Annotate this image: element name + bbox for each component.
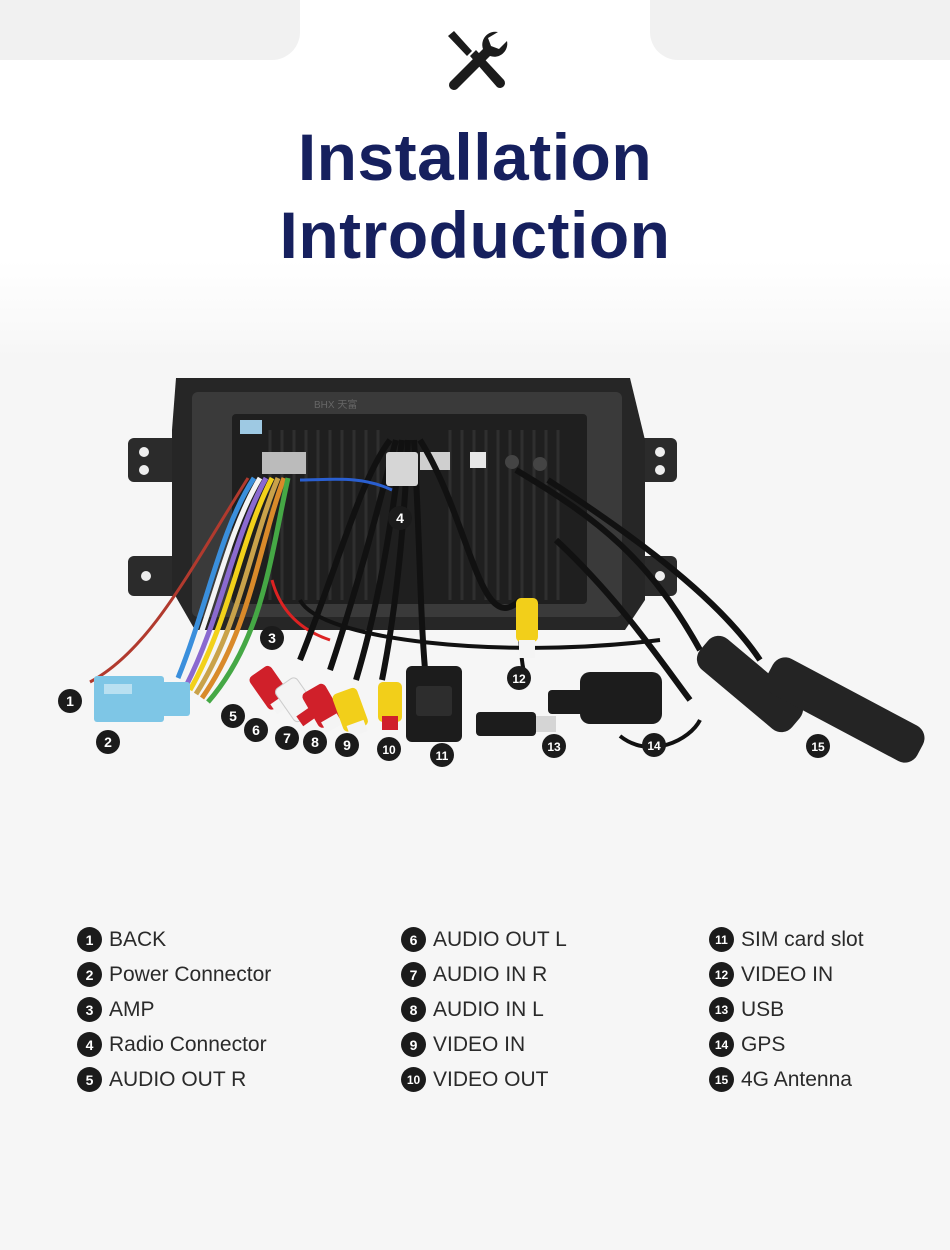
callout-15: 15 [806, 734, 830, 758]
head-unit-back: BHX 天富 [232, 398, 587, 604]
callout-7: 7 [275, 726, 299, 750]
legend-column-3: 11 SIM card slot 12 VIDEO IN 13 USB 14 GPS 1… [709, 922, 864, 1097]
callout-5: 5 [221, 704, 245, 728]
legend-column-1: 1 BACK 2 Power Connector 3 AMP 4 Radio Conne… [77, 922, 271, 1097]
callout-6: 6 [244, 718, 268, 742]
decor-tab-left [0, 0, 300, 60]
legend-number: 7 [401, 962, 426, 987]
svg-text:13: 13 [547, 740, 561, 754]
4g-antenna [696, 635, 925, 763]
legend-number: 8 [401, 997, 426, 1022]
legend-label: 4G Antenna [741, 1067, 852, 1091]
callout-1: 1 [58, 689, 82, 713]
rca-plugs [249, 598, 538, 738]
callout-13: 13 [542, 734, 566, 758]
title-line-1: Installation [297, 120, 653, 194]
callout-11: 11 [430, 743, 454, 767]
legend-label: AMP [109, 997, 155, 1021]
legend-number: 4 [77, 1032, 102, 1057]
legend-number: 2 [77, 962, 102, 987]
legend-item: 6 AUDIO OUT L [401, 922, 567, 957]
gps-antenna [580, 672, 702, 749]
callout-4: 4 [388, 506, 412, 530]
svg-text:10: 10 [382, 743, 396, 757]
legend-item: 14 GPS [709, 1027, 864, 1062]
product-photo: BHX 天富 [58, 378, 925, 767]
svg-text:6: 6 [252, 722, 260, 738]
legend-item: 7 AUDIO IN R [401, 957, 567, 992]
legend-item: 3 AMP [77, 992, 271, 1027]
svg-text:14: 14 [647, 739, 661, 753]
connector-legend: 1 BACK 2 Power Connector 3 AMP 4 Radio Conne… [0, 922, 950, 1122]
title-line-2: Introduction [279, 198, 671, 272]
sim-card-slot-window [416, 686, 452, 716]
legend-number: 3 [77, 997, 102, 1022]
svg-text:5: 5 [229, 708, 237, 724]
callout-10: 10 [377, 737, 401, 761]
legend-label: VIDEO IN [741, 962, 834, 986]
svg-text:8: 8 [311, 734, 319, 750]
blue-signal-wire [299, 477, 393, 492]
legend-number: 15 [709, 1067, 734, 1092]
legend-item: 10 VIDEO OUT [401, 1062, 567, 1097]
legend-item: 15 4G Antenna [709, 1062, 864, 1097]
svg-text:7: 7 [283, 730, 291, 746]
legend-label: USB [741, 997, 785, 1021]
power-connector [94, 676, 190, 722]
callout-14: 14 [642, 733, 666, 757]
svg-text:2: 2 [104, 734, 112, 750]
legend-item: 8 AUDIO IN L [401, 992, 567, 1027]
callout-2: 2 [96, 730, 120, 754]
callout-8: 8 [303, 730, 327, 754]
legend-label: GPS [741, 1032, 786, 1056]
svg-text:11: 11 [436, 749, 449, 763]
legend-number: 10 [401, 1067, 426, 1092]
screwdriver-wrench-icon [448, 31, 508, 91]
legend-item: 2 Power Connector [77, 957, 271, 992]
legend-label: AUDIO IN L [433, 997, 544, 1021]
brand-mark: BHX 天富 [314, 398, 357, 411]
legend-item: 11 SIM card slot [709, 922, 864, 957]
legend-item: 4 Radio Connector [77, 1027, 271, 1062]
legend-number: 14 [709, 1032, 734, 1057]
callout-12: 12 [507, 666, 531, 690]
legend-label: Radio Connector [109, 1032, 267, 1056]
page-title: Installation Introduction [0, 118, 950, 274]
legend-label: BACK [109, 927, 167, 951]
svg-text:9: 9 [343, 737, 351, 753]
legend-item: 9 VIDEO IN [401, 1027, 567, 1062]
radio-connector [386, 452, 418, 486]
callout-badges: 1 2 3 4 5 6 7 8 9 10 11 12 13 14 15 [58, 506, 830, 767]
svg-text:1: 1 [66, 693, 74, 709]
legend-number: 11 [709, 927, 734, 952]
legend-item: 5 AUDIO OUT R [77, 1062, 271, 1097]
background-fade [0, 260, 950, 360]
legend-label: AUDIO OUT L [433, 927, 567, 951]
legend-label: VIDEO OUT [433, 1067, 549, 1091]
legend-number: 13 [709, 997, 734, 1022]
legend-label: AUDIO OUT R [109, 1067, 247, 1091]
legend-number: 5 [77, 1067, 102, 1092]
amp-wire [270, 579, 331, 642]
legend-number: 1 [77, 927, 102, 952]
svg-text:12: 12 [512, 672, 526, 686]
legend-item: 1 BACK [77, 922, 271, 957]
legend-label: VIDEO IN [433, 1032, 526, 1056]
decor-tab-right [650, 0, 950, 60]
legend-number: 6 [401, 927, 426, 952]
legend-label: Power Connector [109, 962, 272, 986]
legend-label: SIM card slot [741, 927, 864, 951]
legend-number: 9 [401, 1032, 426, 1057]
power-harness-wires [89, 476, 291, 704]
callout-9: 9 [335, 733, 359, 757]
legend-label: AUDIO IN R [433, 962, 548, 986]
svg-text:15: 15 [811, 740, 825, 754]
legend-item: 13 USB [709, 992, 864, 1027]
svg-text:3: 3 [268, 630, 276, 646]
legend-item: 12 VIDEO IN [709, 957, 864, 992]
callout-3: 3 [260, 626, 284, 650]
svg-text:4: 4 [396, 510, 404, 526]
legend-number: 12 [709, 962, 734, 987]
